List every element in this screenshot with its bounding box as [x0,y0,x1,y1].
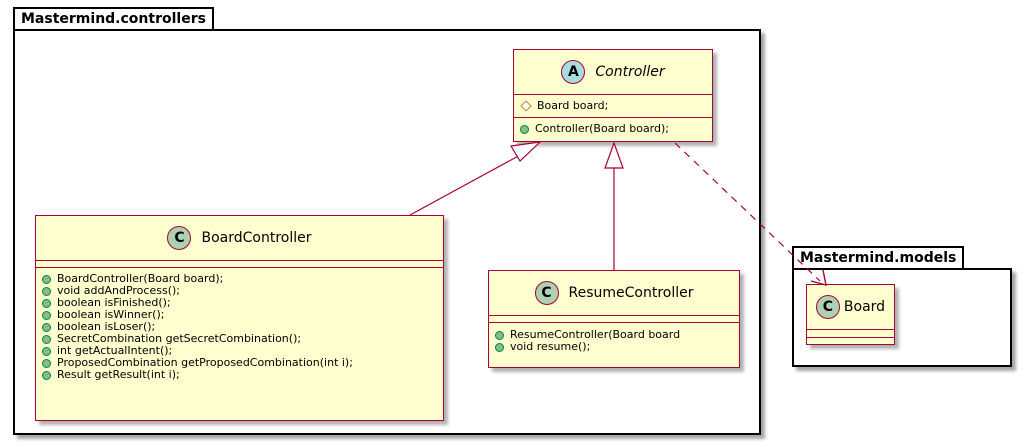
method: boolean isFinished(); [42,297,437,309]
method-text: boolean isFinished(); [57,296,171,309]
class-name: ResumeController [568,285,694,301]
generalization-line [409,153,523,216]
field: Board board; [520,100,706,112]
class-name: Board [843,299,886,315]
method-text: BoardController(Board board); [57,272,224,285]
class-header: C ResumeController [489,271,739,316]
fields-section [807,330,894,338]
method-text: ResumeController(Board board [510,328,681,341]
public-visibility-icon [495,342,504,352]
public-visibility-icon [42,310,51,320]
dependency-arrowhead [810,269,827,286]
public-visibility-icon [520,124,529,134]
public-visibility-icon [42,346,51,356]
package-title: Mastermind.controllers [13,7,214,29]
method: Controller(Board board); [520,123,706,135]
public-visibility-icon [42,334,51,344]
methods-section: ResumeController(Board board void resume… [489,323,739,358]
public-visibility-icon [42,358,51,368]
method: int getActualIntent(); [42,345,437,357]
field-text: Board board; [537,99,609,112]
method-text: void addAndProcess(); [57,284,180,297]
method: BoardController(Board board); [42,273,437,285]
class-header: C BoardController [36,216,443,261]
method: boolean isLoser(); [42,321,437,333]
generalization-arrowhead [604,141,624,169]
fields-section [36,261,443,268]
method: ResumeController(Board board [495,329,733,341]
abstract-class-icon: A [561,60,586,84]
methods-section: Controller(Board board); [514,118,712,140]
fields-section: Board board; [514,95,712,118]
method-text: Controller(Board board); [535,122,669,135]
method-text: SecretCombination getSecretCombination()… [57,332,302,345]
class-name: BoardController [201,230,312,246]
method-text: Result getResult(int i); [57,368,180,381]
class-icon: C [167,226,192,250]
method: ProposedCombination getProposedCombinati… [42,357,437,369]
class-header: A Controller [514,50,712,95]
method-text: boolean isWinner(); [57,308,165,321]
class-controller[interactable]: A Controller Board board; Controller(Boa… [513,49,713,142]
method-text: void resume(); [510,340,591,353]
method: void addAndProcess(); [42,285,437,297]
methods-section: BoardController(Board board); void addAn… [36,268,443,385]
fields-section [489,316,739,323]
method-text: ProposedCombination getProposedCombinati… [57,356,353,369]
public-visibility-icon [42,370,51,380]
class-icon: C [815,295,840,319]
method: void resume(); [495,341,733,353]
public-visibility-icon [42,286,51,296]
method: SecretCombination getSecretCombination()… [42,333,437,345]
method: boolean isWinner(); [42,309,437,321]
method-text: boolean isLoser(); [57,320,156,333]
generalization-arrowhead [510,141,542,162]
class-icon: C [534,281,559,305]
method: Result getResult(int i); [42,369,437,381]
public-visibility-icon [42,322,51,332]
class-board-controller[interactable]: C BoardController BoardController(Board … [35,215,444,421]
package-title: Mastermind.models [792,246,965,268]
class-name: Controller [595,64,665,80]
class-board[interactable]: C Board [806,284,895,345]
public-visibility-icon [42,274,51,284]
dependency-line [674,142,821,282]
public-visibility-icon [495,330,504,340]
public-visibility-icon [42,298,51,308]
class-resume-controller[interactable]: C ResumeController ResumeController(Boar… [488,270,740,368]
class-header: C Board [807,285,894,330]
method-text: int getActualIntent(); [57,344,173,357]
